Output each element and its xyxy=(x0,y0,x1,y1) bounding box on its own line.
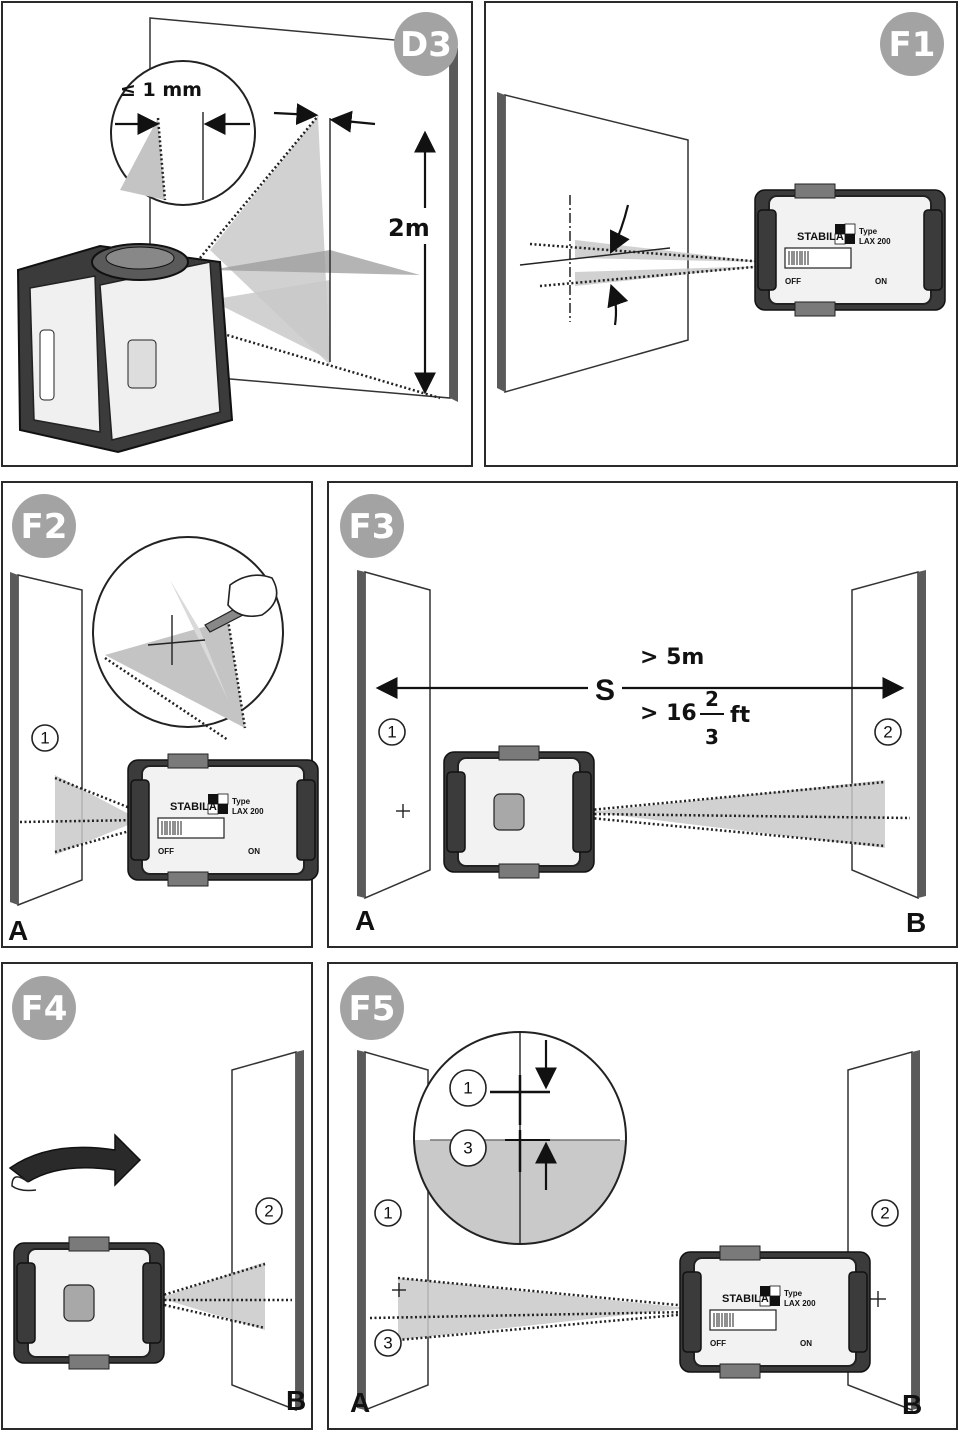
mark-1-f5: 1 xyxy=(383,1204,392,1223)
tolerance-label: ≤ 1 mm xyxy=(120,79,202,101)
badge-d3: D3 xyxy=(400,25,452,65)
device-type: Type xyxy=(232,797,251,806)
zoom-mark-1: 1 xyxy=(463,1079,472,1098)
badge-f4: F4 xyxy=(21,989,68,1029)
panel-f3: S > 5m > 16 2 3 ft 1 2 A B F3 xyxy=(327,481,958,948)
device-type: Type xyxy=(859,227,878,236)
wall-b-label-f5: B xyxy=(902,1389,922,1420)
laser-device-f5: STABILA Type LAX 200 OFF ON xyxy=(679,1245,871,1379)
device-brand: STABILA xyxy=(797,231,844,243)
laser-device-f1: STABILA Type LAX 200 OFF ON xyxy=(754,183,946,317)
device-model: LAX 200 xyxy=(232,807,264,816)
fraction-denominator: 3 xyxy=(705,725,719,749)
zoom-mark-3: 3 xyxy=(463,1139,472,1158)
device-brand: STABILA xyxy=(170,801,217,813)
mark-3-f5: 3 xyxy=(383,1334,392,1353)
device-off: OFF xyxy=(158,847,174,856)
distance-imperial-prefix: > 16 xyxy=(640,701,697,726)
device-off: OFF xyxy=(785,277,801,286)
device-on: ON xyxy=(800,1339,812,1348)
laser-device-f4 xyxy=(13,1236,165,1370)
panel-f4: 2 B F4 xyxy=(1,962,313,1430)
device-off: OFF xyxy=(710,1339,726,1348)
height-label: 2m xyxy=(388,214,430,242)
device-brand: STABILA xyxy=(722,1293,769,1305)
mark-2-f4: 2 xyxy=(264,1202,273,1221)
panel-f5: 1 3 2 1 3 STABILA Type LAX 200 OFF ON xyxy=(327,962,958,1430)
mark-1-f3: 1 xyxy=(387,723,396,742)
wall-a-label-f3: A xyxy=(355,905,375,936)
device-model: LAX 200 xyxy=(859,237,891,246)
device-on: ON xyxy=(875,277,887,286)
distance-unit: ft xyxy=(730,703,751,728)
wall-b-label-f3: B xyxy=(906,907,926,938)
mark-2-f5: 2 xyxy=(880,1204,889,1223)
device-type: Type xyxy=(784,1289,803,1298)
wall-b-label-f4: B xyxy=(286,1385,306,1416)
distance-symbol: S xyxy=(595,674,615,707)
panel-f2: 1 STABILA Type LAX 200 OFF ON A F2 xyxy=(1,481,319,948)
device-on: ON xyxy=(248,847,260,856)
laser-device-f3 xyxy=(443,745,595,879)
laser-device-d3 xyxy=(16,243,234,454)
device-model: LAX 200 xyxy=(784,1299,816,1308)
panel-d3: 2m ≤ 1 mm D3 xyxy=(1,1,473,467)
fraction-numerator: 2 xyxy=(705,687,719,711)
badge-f5: F5 xyxy=(349,989,396,1029)
wall-a-label-f5: A xyxy=(350,1387,370,1418)
distance-metric: > 5m xyxy=(640,645,704,670)
laser-device-f2: STABILA Type LAX 200 OFF ON xyxy=(127,753,319,887)
badge-f2: F2 xyxy=(21,507,68,547)
mark-2-f3: 2 xyxy=(883,723,892,742)
panel-f1: STABILA Type LAX 200 OFF ON F1 xyxy=(484,1,958,467)
badge-f1: F1 xyxy=(889,25,936,65)
wall-a-label-f2: A xyxy=(8,915,28,946)
badge-f3: F3 xyxy=(349,507,396,547)
mark-1-f2: 1 xyxy=(40,729,49,748)
